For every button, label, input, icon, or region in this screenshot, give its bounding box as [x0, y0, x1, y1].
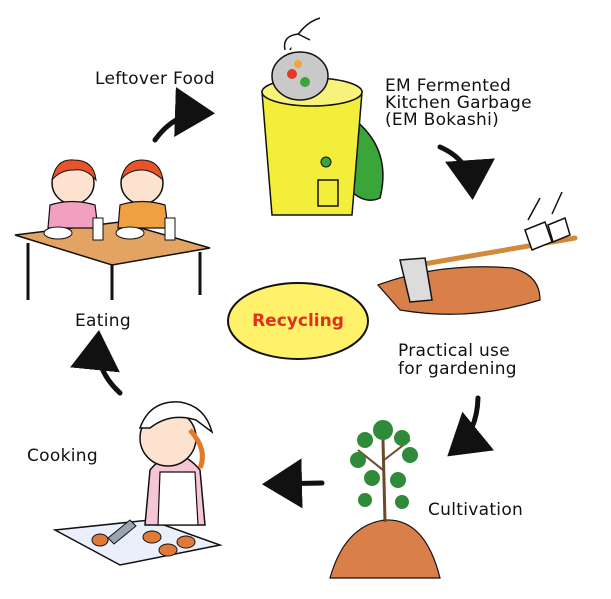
cultivation-plant-illustration: [329, 420, 441, 579]
bokashi-bucket-illustration: [261, 17, 384, 216]
label-gardening-line1: Practical use: [398, 341, 510, 361]
arrow-eating-to-leftover: [152, 87, 215, 143]
center-recycling-label: Recycling: [252, 311, 344, 331]
label-bokashi-line2: Kitchen Garbage: [385, 93, 532, 113]
label-cultivation: Cultivation: [428, 500, 524, 520]
cooking-illustration: [52, 401, 223, 566]
label-bokashi-line3: (EM Bokashi): [385, 110, 500, 130]
gardening-hoe-illustration: [376, 191, 578, 315]
arrow-gardening-to-cultivation: [447, 395, 495, 457]
label-leftover-food: Leftover Food: [95, 69, 215, 89]
arrow-bokashi-to-gardening: [437, 144, 495, 200]
label-gardening-line2: for gardening: [398, 359, 517, 379]
eating-illustration: [14, 159, 211, 300]
center-ellipse: [227, 282, 369, 360]
label-bokashi-line1: EM Fermented: [385, 76, 512, 96]
arrow-cultivation-to-cooking: [262, 458, 325, 509]
label-eating: Eating: [75, 311, 131, 331]
label-cooking: Cooking: [27, 446, 98, 466]
arrow-cooking-to-eating: [70, 330, 123, 396]
